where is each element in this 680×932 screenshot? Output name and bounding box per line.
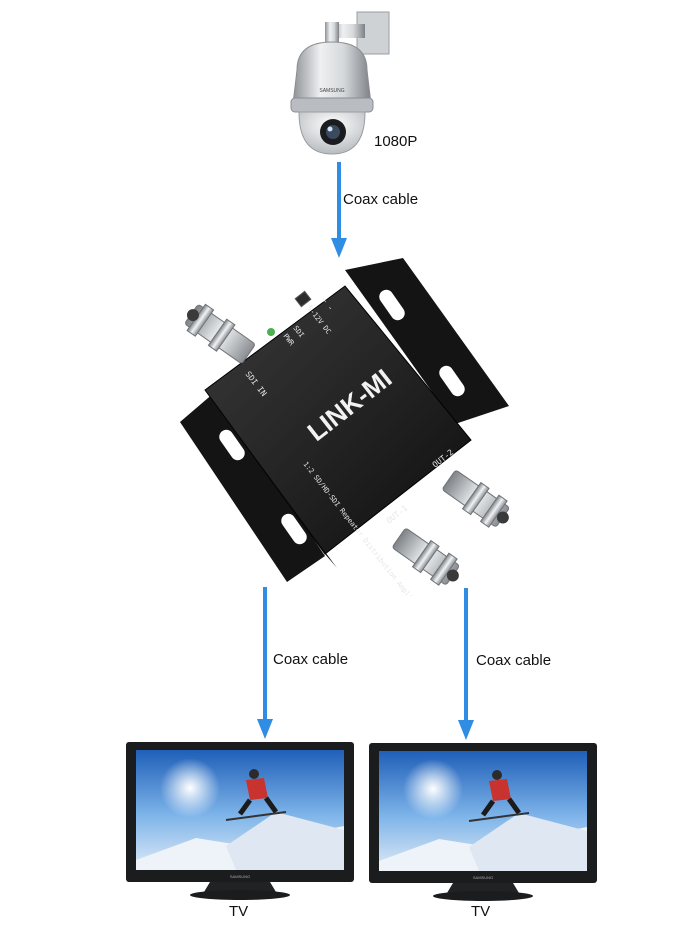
tv1-brand: SAMSUNG [230, 874, 250, 879]
ptz-camera-icon: SAMSUNG [290, 11, 390, 155]
tv-2: SAMSUNG [369, 743, 597, 903]
bnc-in-connector [185, 303, 255, 364]
tv2-label: TV [471, 903, 491, 920]
camera-brand: SAMSUNG [319, 88, 344, 94]
tv-icon: SAMSUNG [126, 742, 354, 900]
arrow-amplifier-to-tv1 [257, 587, 273, 739]
coax-label-camera-to-amplifier: Coax cable [343, 191, 419, 208]
distribution-amplifier: LINK-MI 1:2 SD/HD-SDI Repeater Distribut… [175, 256, 520, 596]
arrow-camera-to-amplifier [331, 162, 347, 258]
coax-label-amplifier-to-tv1: Coax cable [273, 651, 349, 668]
tv-icon: SAMSUNG [369, 743, 597, 901]
bnc-out1-connector [392, 528, 460, 586]
out1-label: OUT-1 [385, 504, 410, 526]
tv2-brand: SAMSUNG [473, 875, 493, 880]
camera-resolution-label: 1080P [374, 133, 418, 150]
sdi-led-indicator [267, 328, 275, 336]
camera: SAMSUNG [275, 8, 405, 158]
coax-label-amplifier-to-tv2: Coax cable [476, 652, 552, 669]
bnc-out2-connector [442, 470, 510, 528]
arrow-amplifier-to-tv2 [458, 588, 474, 740]
tv1-label: TV [229, 903, 249, 920]
tv-1: SAMSUNG [126, 742, 354, 902]
power-jack [294, 290, 312, 308]
